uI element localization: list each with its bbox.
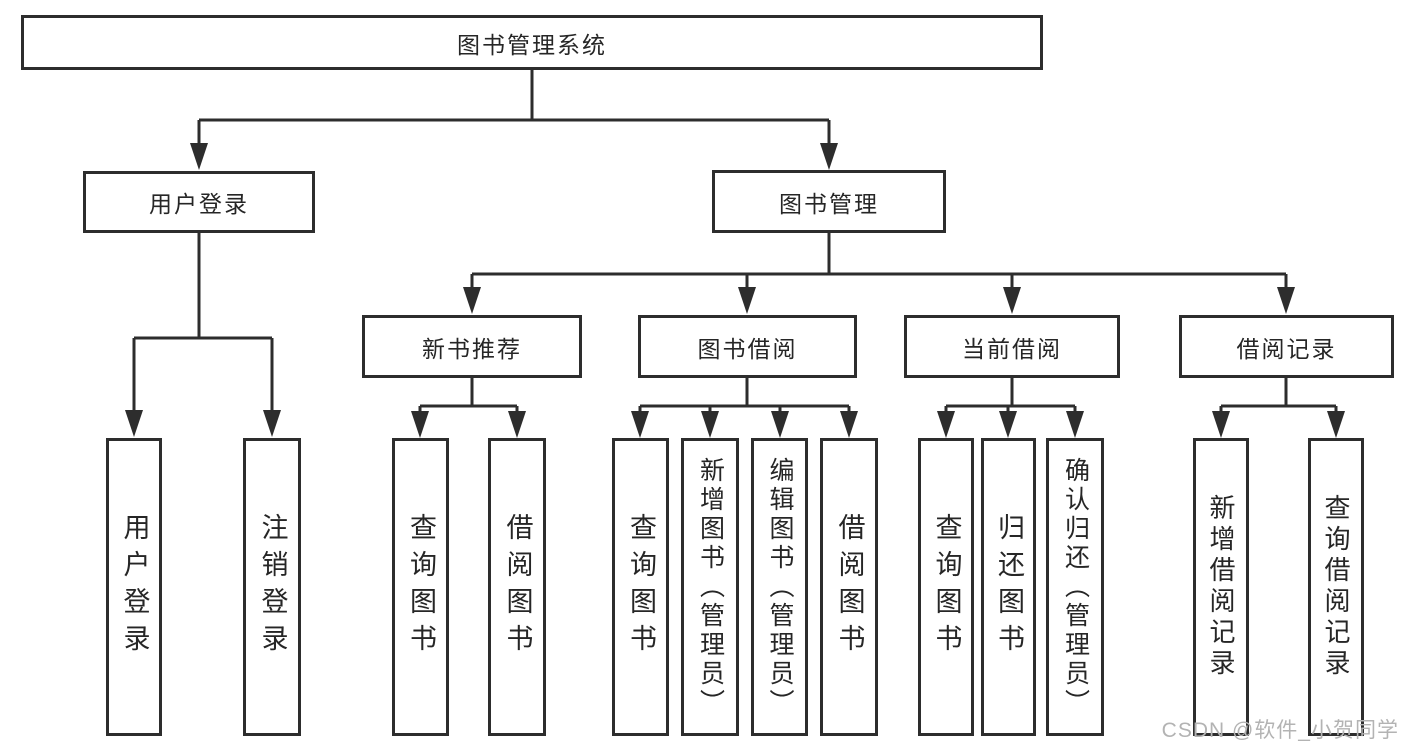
leaf-label: 用户登录 xyxy=(119,513,150,661)
node-new-book-recommend: 新书推荐 xyxy=(362,315,582,378)
leaf-return-books: 归还图书 xyxy=(981,438,1036,736)
leaf-borrow-books: 借阅图书 xyxy=(820,438,878,736)
node-label: 借阅记录 xyxy=(1236,335,1337,362)
leaf-label: 新增图书（管理员） xyxy=(696,456,725,718)
leaf-query-borrow-record: 查询借阅记录 xyxy=(1308,438,1364,736)
node-label: 图书借阅 xyxy=(697,335,798,362)
leaf-label: 借阅图书 xyxy=(834,513,865,661)
node-label: 图书管理 xyxy=(779,190,879,217)
node-current-borrowing: 当前借阅 xyxy=(904,315,1120,378)
arrowheads xyxy=(125,143,1345,438)
leaf-confirm-return-admin: 确认归还（管理员） xyxy=(1046,438,1104,736)
leaf-query-books-current: 查询图书 xyxy=(918,438,974,736)
node-book-management: 图书管理 xyxy=(712,170,946,233)
leaf-query-books-recommend: 查询图书 xyxy=(392,438,449,736)
node-borrowing-records: 借阅记录 xyxy=(1179,315,1394,378)
node-label: 新书推荐 xyxy=(422,335,522,362)
leaf-label: 查询图书 xyxy=(626,513,656,661)
leaf-user-login: 用户登录 xyxy=(106,438,162,736)
leaf-add-borrow-record: 新增借阅记录 xyxy=(1193,438,1249,736)
leaf-label: 借阅图书 xyxy=(502,513,533,661)
node-book-borrowing: 图书借阅 xyxy=(638,315,857,378)
node-label: 图书管理系统 xyxy=(457,31,607,58)
leaf-logout: 注销登录 xyxy=(243,438,301,736)
leaf-label: 查询图书 xyxy=(406,513,436,661)
leaf-borrow-books-recommend: 借阅图书 xyxy=(488,438,546,736)
leaf-edit-book-admin: 编辑图书（管理员） xyxy=(751,438,808,736)
leaf-label: 查询图书 xyxy=(931,513,962,661)
leaf-label: 确认归还（管理员） xyxy=(1061,456,1090,718)
node-label: 当前借阅 xyxy=(962,335,1062,362)
leaf-label: 查询借阅记录 xyxy=(1321,494,1351,680)
node-user-login: 用户登录 xyxy=(83,171,315,233)
leaf-add-book-admin: 新增图书（管理员） xyxy=(681,438,739,736)
leaf-label: 注销登录 xyxy=(257,513,288,661)
node-label: 用户登录 xyxy=(149,191,249,217)
leaf-label: 新增借阅记录 xyxy=(1206,494,1236,680)
leaf-query-books-borrow: 查询图书 xyxy=(612,438,669,736)
leaf-label: 编辑图书（管理员） xyxy=(766,456,794,718)
leaf-label: 归还图书 xyxy=(994,513,1024,661)
node-system-root: 图书管理系统 xyxy=(21,15,1043,70)
